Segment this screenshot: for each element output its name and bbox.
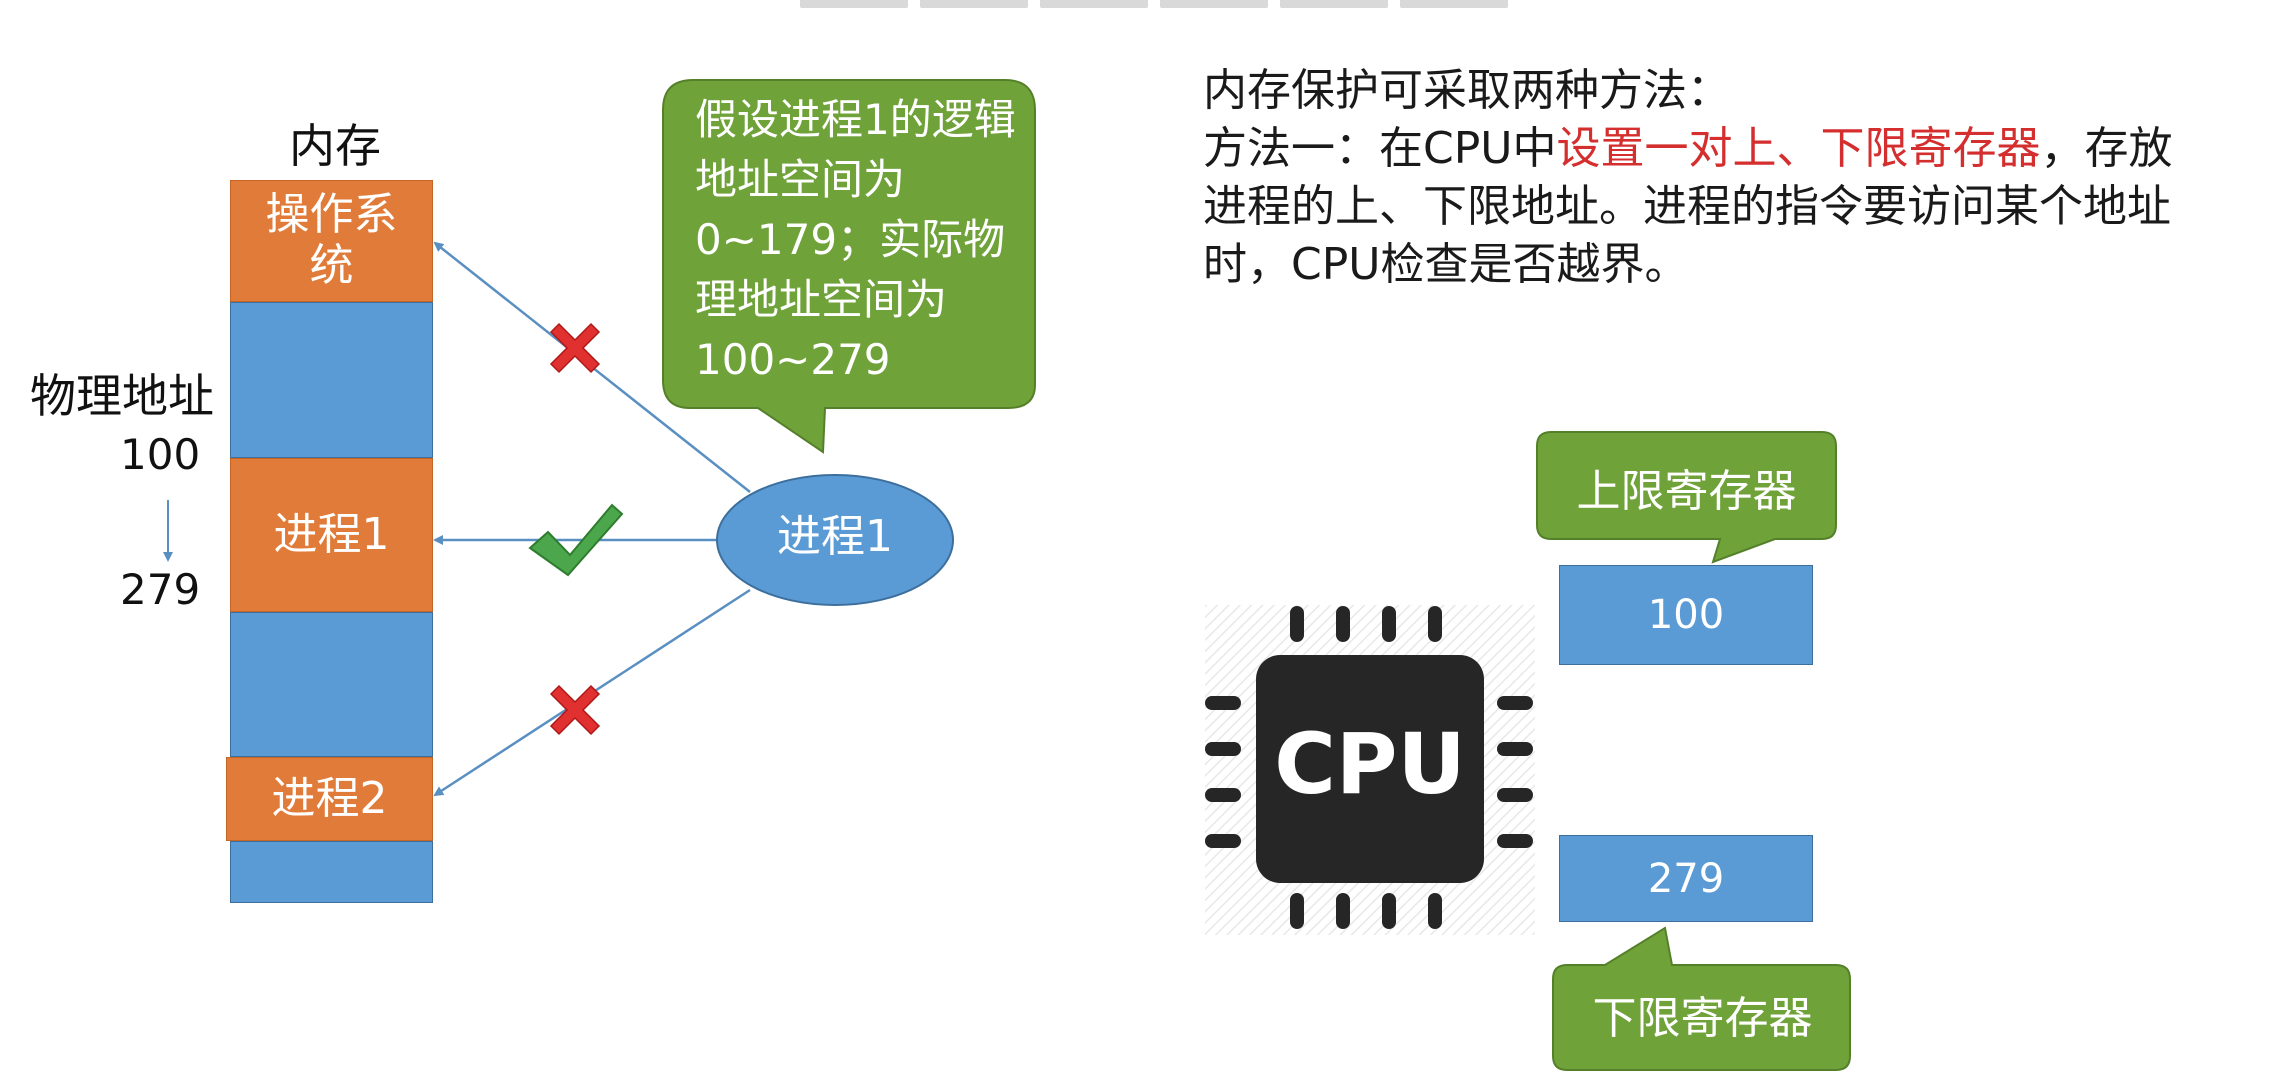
lower-register-bubble [1552, 926, 1851, 1071]
description-highlight: 设置一对上、下限寄存器 [1556, 123, 2041, 174]
top-tab [800, 0, 908, 8]
description-text-segment: ，存放 [2040, 123, 2173, 174]
cpu-label: CPU [1274, 715, 1466, 813]
description-line: 进程的上、下限地址。进程的指令要访问某个地址 [1203, 181, 2171, 232]
lower-register-value: 279 [1559, 835, 1813, 922]
check-icon [528, 503, 624, 577]
top-tab [920, 0, 1028, 8]
lower-register-label: 下限寄存器 [1592, 993, 1813, 1044]
description-line: 方法一：在CPU中设置一对上、下限寄存器，存放 [1203, 120, 2273, 178]
top-tab [1400, 0, 1508, 8]
memory-block-free [230, 841, 433, 903]
memory-block-process2: 进程2 [226, 757, 433, 841]
address-start: 100 [120, 430, 201, 479]
memory-block-os: 操作系 统 [230, 180, 433, 302]
cpu-chip-icon [1205, 605, 1535, 935]
memory-block-free [230, 612, 433, 757]
description-text: 内存保护可采取两种方法： 方法一：在CPU中设置一对上、下限寄存器，存放 进程的… [1203, 62, 2273, 294]
description-line: 时，CPU检查是否越界。 [1203, 239, 1689, 290]
description-line: 内存保护可采取两种方法： [1203, 65, 1731, 116]
memory-title: 内存 [289, 119, 381, 173]
upper-register-label: 上限寄存器 [1576, 466, 1797, 517]
top-tab [1040, 0, 1148, 8]
top-tab [1280, 0, 1388, 8]
memory-block-process1: 进程1 [230, 458, 433, 612]
description-text-segment: 方法一：在CPU中 [1203, 123, 1557, 174]
callout-bubble [662, 79, 1036, 454]
process-oval-label: 进程1 [777, 511, 893, 562]
top-tab-strip [800, 0, 1508, 8]
process-oval [716, 474, 954, 606]
upper-register-value: 100 [1559, 565, 1813, 665]
upper-register-bubble [1536, 431, 1837, 564]
physical-address-label: 物理地址 [30, 369, 214, 423]
memory-column: 操作系 统 进程1 进程2 [226, 180, 433, 903]
address-end: 279 [120, 565, 201, 614]
memory-block-free [230, 302, 433, 458]
cross-icon [549, 322, 601, 374]
callout-text: 假设进程1的逻辑地址空间为 0~179；实际物理地址空间为 100~279 [695, 95, 1016, 384]
top-tab [1160, 0, 1268, 8]
cross-icon [549, 684, 601, 736]
